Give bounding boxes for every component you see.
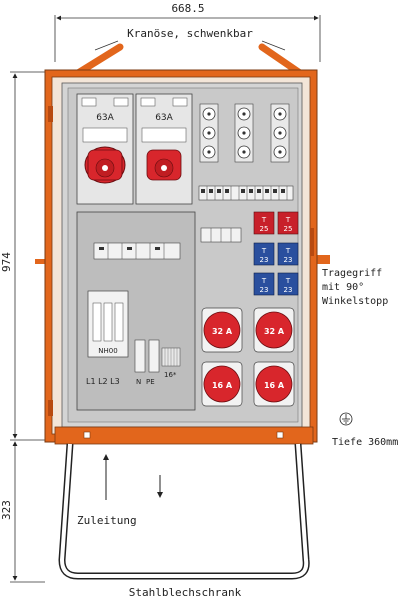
fuse-value: 23 <box>284 256 293 264</box>
fuse-type: T <box>261 216 267 224</box>
socket-63a-label: 63A <box>96 113 114 123</box>
height-dimension: 974 323 <box>0 71 45 583</box>
crane-eye-label: Kranöse, schwenkbar <box>127 27 253 40</box>
width-value: 668.5 <box>171 2 204 15</box>
terminal-count-label: 16* <box>164 371 177 379</box>
fuse-type: T <box>285 277 291 285</box>
phase-labels: L1 L2 L3 <box>86 377 120 386</box>
nh-switch-label: NH00 <box>98 347 117 355</box>
fuse-value: 23 <box>260 286 269 294</box>
socket-32a-left: 32 A <box>201 307 243 353</box>
pe-label: PE <box>146 378 155 386</box>
fuse-red-2: T 25 <box>277 211 299 235</box>
cabinet-base <box>54 426 314 445</box>
neutral-label: N <box>136 378 141 386</box>
fuse-blue-3: T 23 <box>253 272 275 296</box>
socket-63a-left: 63A <box>76 93 134 205</box>
right-handle <box>316 255 330 264</box>
cabinet-type-label: Stahlblechschrank <box>129 586 242 599</box>
fuse-red-1: T 25 <box>253 211 275 235</box>
socket-16a-label: 16 A <box>264 381 285 390</box>
fuse-blue-1: T 23 <box>253 242 275 266</box>
fuse-type: T <box>285 247 291 255</box>
fuse-value: 25 <box>284 225 293 233</box>
breaker-row <box>198 185 294 201</box>
socket-16a-label: 16 A <box>212 381 233 390</box>
left-handle <box>35 259 50 264</box>
main-switch-panel: NH00 L1 L2 L3 N PE 16* <box>76 211 196 411</box>
crane-eyes <box>74 43 304 77</box>
socket-32a-label: 32 A <box>264 327 285 336</box>
supply-label: Zuleitung <box>77 514 137 527</box>
socket-32a-label: 32 A <box>212 327 233 336</box>
fuse-type: T <box>261 277 267 285</box>
ground-icon <box>339 412 353 426</box>
socket-63a-label: 63A <box>155 113 173 123</box>
stand-height-value: 323 <box>0 500 13 520</box>
supply-arrows <box>103 454 163 500</box>
handle-label-line2: mit 90° <box>322 282 364 293</box>
fuse-value: 23 <box>284 286 293 294</box>
fuse-type: T <box>285 216 291 224</box>
fuse-value: 23 <box>260 256 269 264</box>
fuse-type: T <box>261 247 267 255</box>
depth-label: Tiefe 360mm <box>332 437 398 448</box>
socket-63a-right: 63A <box>135 93 193 205</box>
socket-16a-left: 16 A <box>201 361 243 407</box>
handle-annotation: Tragegriff mit 90° Winkelstopp <box>322 268 388 307</box>
handle-label-line1: Tragegriff <box>322 268 382 279</box>
handle-label-line3: Winkelstopp <box>322 296 388 307</box>
stand-frame <box>58 443 310 580</box>
socket-16a-right: 16 A <box>253 361 295 407</box>
cabinet-height-value: 974 <box>0 252 13 272</box>
width-dimension: 668.5 <box>54 2 321 62</box>
fuse-value: 25 <box>260 225 269 233</box>
socket-32a-right: 32 A <box>253 307 295 353</box>
outlet-modules <box>199 103 290 163</box>
fuse-blue-4: T 23 <box>277 272 299 296</box>
fuse-blue-2: T 23 <box>277 242 299 266</box>
